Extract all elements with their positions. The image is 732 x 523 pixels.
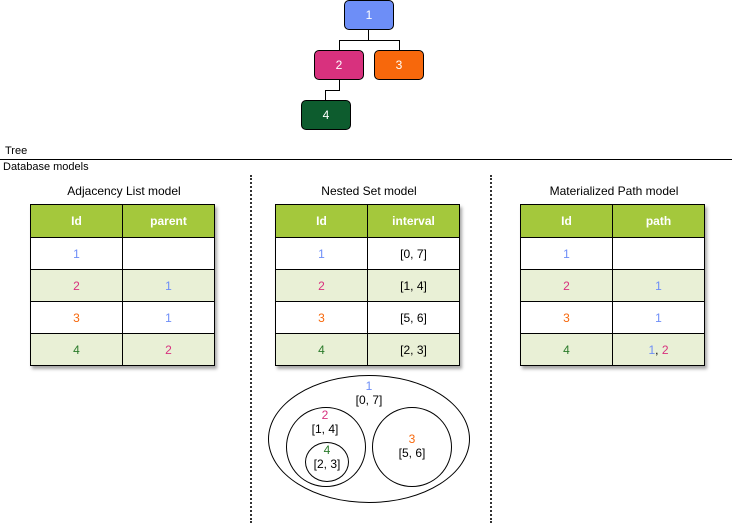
table-row: 1 (30, 237, 215, 270)
cell-path (612, 237, 705, 270)
adjacency-title: Adjacency List model (67, 184, 181, 198)
database-models-label: Database models (3, 161, 89, 173)
cell-interval: [1, 4] (367, 269, 460, 302)
nested-table: Id interval 1 [0, 7] 2 [1, 4] 3 [5, 6] 4… (275, 204, 460, 366)
ellipse-2-id: 2 (321, 408, 329, 422)
cell-id: 3 (30, 301, 123, 334)
path-segment: 2 (661, 342, 669, 357)
cell-parent: 2 (122, 333, 215, 366)
ellipse-3-id: 3 (408, 432, 416, 446)
materialized-title: Materialized Path model (549, 184, 679, 198)
ellipse-1-interval: [0, 7] (355, 393, 383, 407)
tree-edge-1 (368, 30, 369, 40)
tree-edge-3 (399, 40, 400, 50)
column-header-parent: parent (122, 204, 215, 238)
cell-id: 4 (275, 333, 368, 366)
column-divider-right (490, 175, 492, 523)
section-divider (0, 159, 732, 160)
cell-id: 2 (520, 269, 613, 302)
table-row: 4 2 (30, 333, 215, 366)
cell-id: 4 (30, 333, 123, 366)
nested-title: Nested Set model (321, 184, 417, 198)
cell-interval: [5, 6] (367, 301, 460, 334)
ellipse-2-interval: [1, 4] (311, 422, 339, 436)
column-divider-left (250, 175, 252, 523)
tree-edge-1-h (339, 40, 399, 41)
table-row: 4 1, 2 (520, 333, 705, 366)
nested-set-ellipse-1 (268, 375, 470, 503)
cell-parent: 1 (122, 301, 215, 334)
tree-edge-2 (339, 40, 340, 50)
ellipse-3-interval: [5, 6] (398, 446, 426, 460)
table-row: 2 1 (30, 269, 215, 302)
nested-set-ellipse-2 (286, 407, 366, 487)
cell-interval: [0, 7] (367, 237, 460, 270)
cell-id: 1 (30, 237, 123, 270)
cell-id: 2 (275, 269, 368, 302)
table-row: 3 1 (520, 301, 705, 334)
table-header-row: Id parent (30, 204, 215, 238)
path-segment: 1 (648, 342, 656, 357)
column-header-path: path (612, 204, 705, 238)
tree-node-2: 2 (314, 50, 364, 80)
nested-set-ellipse-4 (305, 442, 349, 482)
nested-set-ellipse-3 (372, 407, 452, 487)
adjacency-table: Id parent 1 2 1 3 1 4 2 (30, 204, 215, 366)
table-row: 1 [0, 7] (275, 237, 460, 270)
table-header-row: Id path (520, 204, 705, 238)
table-row: 3 1 (30, 301, 215, 334)
column-header-interval: interval (367, 204, 460, 238)
cell-id: 2 (30, 269, 123, 302)
tree-node-4: 4 (301, 100, 351, 130)
cell-parent (122, 237, 215, 270)
cell-id: 3 (520, 301, 613, 334)
materialized-table: Id path 1 2 1 3 1 4 1, 2 (520, 204, 705, 366)
cell-id: 1 (275, 237, 368, 270)
tree-edge-4-v (325, 90, 326, 100)
table-row: 2 [1, 4] (275, 269, 460, 302)
tree-section-label: Tree (5, 145, 28, 157)
tree-edge-4-h (325, 90, 340, 91)
cell-path: 1, 2 (612, 333, 705, 366)
tree-node-1: 1 (344, 0, 394, 30)
table-header-row: Id interval (275, 204, 460, 238)
table-row: 4 [2, 3] (275, 333, 460, 366)
tree-node-3: 3 (374, 50, 424, 80)
column-header-id: Id (275, 204, 368, 238)
ellipse-1-id: 1 (365, 379, 373, 393)
table-row: 2 1 (520, 269, 705, 302)
cell-parent: 1 (122, 269, 215, 302)
cell-id: 3 (275, 301, 368, 334)
column-header-id: Id (30, 204, 123, 238)
ellipse-4-interval: [2, 3] (313, 457, 341, 471)
ellipse-4-id: 4 (323, 443, 331, 457)
column-header-id: Id (520, 204, 613, 238)
cell-id: 4 (520, 333, 613, 366)
cell-id: 1 (520, 237, 613, 270)
table-row: 3 [5, 6] (275, 301, 460, 334)
tree-edge-4 (339, 80, 340, 90)
path-segment: , (655, 342, 662, 357)
cell-interval: [2, 3] (367, 333, 460, 366)
cell-path: 1 (612, 269, 705, 302)
table-row: 1 (520, 237, 705, 270)
cell-path: 1 (612, 301, 705, 334)
